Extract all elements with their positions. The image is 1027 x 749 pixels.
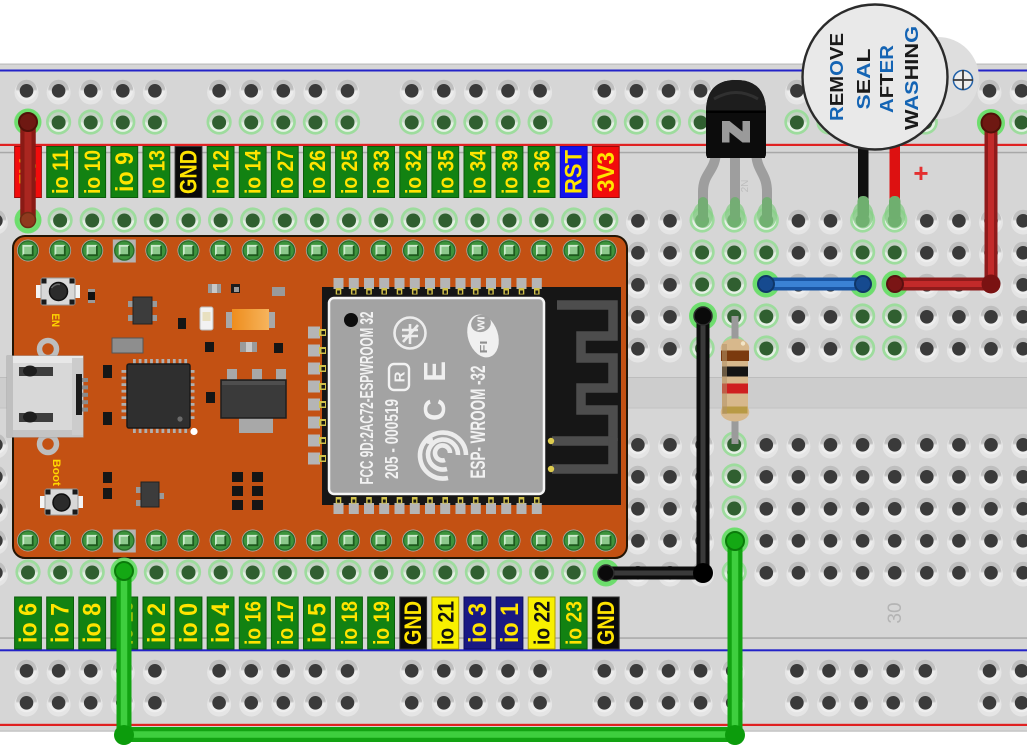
svg-text:io 25: io 25 bbox=[337, 150, 362, 194]
svg-text:io 36: io 36 bbox=[530, 150, 555, 194]
svg-text:io 1: io 1 bbox=[496, 603, 524, 643]
svg-text:io 2: io 2 bbox=[143, 603, 171, 643]
svg-text:io 6: io 6 bbox=[15, 603, 43, 643]
svg-text:io 22: io 22 bbox=[530, 601, 555, 645]
svg-text:2N: 2N bbox=[740, 180, 751, 193]
svg-text:ESP- WROOM -32: ESP- WROOM -32 bbox=[467, 366, 490, 479]
svg-text:io 4: io 4 bbox=[207, 603, 235, 643]
svg-text:GND: GND bbox=[400, 601, 427, 645]
svg-text:GND: GND bbox=[593, 601, 620, 645]
svg-text:EN: EN bbox=[49, 314, 61, 328]
svg-text:io 10: io 10 bbox=[80, 150, 105, 194]
svg-text:io 13: io 13 bbox=[144, 150, 169, 194]
svg-text:io 16: io 16 bbox=[241, 601, 266, 645]
svg-text:AFTER: AFTER bbox=[876, 45, 897, 113]
svg-text:30: 30 bbox=[885, 602, 906, 623]
svg-text:io 11: io 11 bbox=[48, 150, 73, 194]
svg-text:io 7: io 7 bbox=[47, 603, 75, 643]
svg-text:WI: WI bbox=[477, 316, 488, 330]
svg-text:205 - 000519: 205 - 000519 bbox=[382, 399, 402, 479]
svg-text:RST: RST bbox=[561, 150, 588, 194]
svg-text:io 26: io 26 bbox=[305, 150, 330, 194]
svg-text:io 8: io 8 bbox=[79, 603, 107, 643]
svg-text:io 3: io 3 bbox=[464, 603, 492, 643]
svg-text:+: + bbox=[913, 158, 928, 188]
svg-text:FCC 9D:2AC72-ESPWROOM 32: FCC 9D:2AC72-ESPWROOM 32 bbox=[357, 312, 377, 485]
svg-text:io 32: io 32 bbox=[401, 150, 426, 194]
svg-text:io 35: io 35 bbox=[433, 150, 458, 194]
svg-text:SEAL: SEAL bbox=[853, 49, 874, 110]
svg-text:io 12: io 12 bbox=[209, 150, 234, 194]
svg-text:io 17: io 17 bbox=[273, 601, 298, 645]
svg-text:io 0: io 0 bbox=[175, 603, 203, 643]
svg-text:io 9: io 9 bbox=[111, 152, 139, 192]
svg-text:io 18: io 18 bbox=[337, 601, 362, 645]
svg-text:Boot: Boot bbox=[50, 459, 62, 486]
svg-text:io 27: io 27 bbox=[273, 150, 298, 194]
svg-text:io 5: io 5 bbox=[303, 603, 331, 643]
svg-text:3V3: 3V3 bbox=[593, 152, 620, 192]
svg-text:io 21: io 21 bbox=[433, 601, 458, 645]
svg-text:io 14: io 14 bbox=[241, 149, 266, 194]
svg-text:GND: GND bbox=[176, 150, 203, 194]
svg-text:io 23: io 23 bbox=[562, 601, 587, 645]
svg-text:R: R bbox=[392, 371, 409, 382]
svg-text:io 19: io 19 bbox=[369, 601, 394, 645]
svg-text:io 39: io 39 bbox=[498, 150, 523, 194]
svg-text:REMOVE: REMOVE bbox=[826, 33, 847, 121]
svg-text:WASHING: WASHING bbox=[901, 26, 922, 130]
svg-text:io 33: io 33 bbox=[369, 150, 394, 194]
svg-text:io 34: io 34 bbox=[465, 149, 490, 194]
svg-text:FI: FI bbox=[478, 340, 490, 353]
